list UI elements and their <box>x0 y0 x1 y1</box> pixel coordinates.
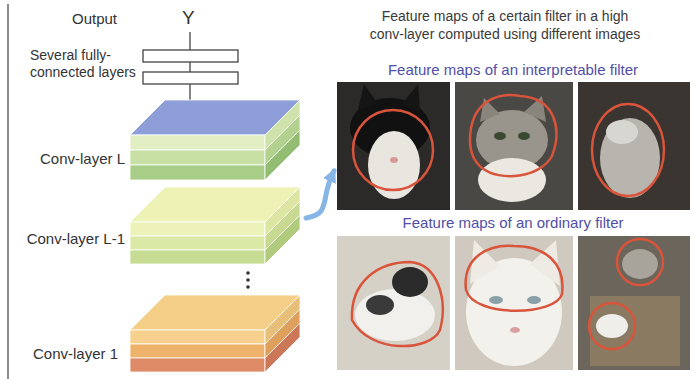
cat-head <box>622 249 658 279</box>
photo-ground <box>455 236 573 370</box>
node-label: Feature maps of an ordinary filter <box>334 214 692 232</box>
photo-ground <box>337 82 450 210</box>
cat-eye <box>489 296 503 304</box>
slab-band <box>130 236 265 250</box>
fc-wire <box>189 84 190 101</box>
output-label: Output <box>72 10 117 28</box>
cat-paw <box>596 314 628 338</box>
conv-slab <box>130 187 300 264</box>
slab-band <box>130 330 265 344</box>
conv-layer-block: Conv-layer 1 <box>20 292 306 374</box>
fc-wire <box>189 62 190 72</box>
cat-photo <box>455 236 573 370</box>
conv-layer-block: Conv-layer L-1 <box>20 186 306 266</box>
fc-layers-block: Several fully-connected layers <box>28 46 240 90</box>
photo-ground <box>578 236 690 370</box>
cat-ear <box>358 84 378 110</box>
conv-slab <box>130 295 300 372</box>
conv-slab <box>130 100 300 180</box>
dot <box>246 278 250 282</box>
slab-side <box>265 215 300 264</box>
margin-rule <box>7 4 9 379</box>
feature-map-panel: Feature maps of an interpretable filter <box>334 60 692 214</box>
cat-photo <box>578 82 690 210</box>
slab-band <box>130 135 265 150</box>
ellipsis-dots <box>246 271 250 289</box>
cat-body <box>355 289 435 341</box>
conv-layer-block: Conv-layer L <box>28 96 304 184</box>
cat-head <box>606 120 638 144</box>
cat-chest <box>478 158 546 202</box>
node-label: Several fully-connected layers <box>30 47 142 81</box>
node-label: Conv-layer 1 <box>20 345 118 363</box>
cat-photo <box>455 82 573 210</box>
cat-nose <box>390 157 398 163</box>
fc-stack <box>143 32 238 101</box>
cat-head <box>392 267 428 297</box>
feature-arrow <box>306 171 334 218</box>
cat-photo <box>337 236 450 370</box>
activation-outline <box>617 239 663 285</box>
node-label: Conv-layer L <box>28 150 125 168</box>
box-shape <box>590 296 680 366</box>
cat-eye <box>527 296 541 304</box>
slab-band <box>130 150 265 165</box>
node-label: Conv-layer L-1 <box>20 230 125 248</box>
cat-photo <box>578 236 690 370</box>
slab-band <box>130 358 265 372</box>
fc-layer-rect <box>143 72 238 84</box>
activation-outline <box>466 246 563 311</box>
photo-ground <box>337 236 450 370</box>
slab-band <box>130 250 265 264</box>
dot <box>246 271 250 275</box>
node-label: Feature maps of an interpretable filter <box>334 61 692 79</box>
photo-ground <box>578 82 690 210</box>
cat-ear <box>480 98 500 122</box>
feature-map-panel: Feature maps of an ordinary filter <box>334 213 692 373</box>
activation-outline <box>353 110 433 190</box>
activation-outline <box>589 303 635 349</box>
dot <box>246 285 250 289</box>
figure-heading: Feature maps of a certain filter in a hi… <box>366 8 644 43</box>
slab-band <box>130 165 265 180</box>
cat-patch <box>366 295 394 315</box>
output-symbol: Y <box>182 7 195 30</box>
slab-band <box>130 222 265 236</box>
cat-eye <box>494 132 506 140</box>
photo-ground <box>455 82 573 210</box>
output-wire <box>189 32 190 50</box>
slab-band <box>130 344 265 358</box>
activation-outline <box>592 104 664 196</box>
cat-ear <box>402 84 420 112</box>
slab-side <box>265 323 300 372</box>
cat-nose <box>510 327 520 333</box>
activation-outline <box>470 95 556 176</box>
slab-side <box>265 130 300 180</box>
fc-layer-rect <box>143 50 238 62</box>
cat-photo <box>337 82 450 210</box>
cat-eye <box>518 132 530 140</box>
activation-outline <box>352 262 443 346</box>
